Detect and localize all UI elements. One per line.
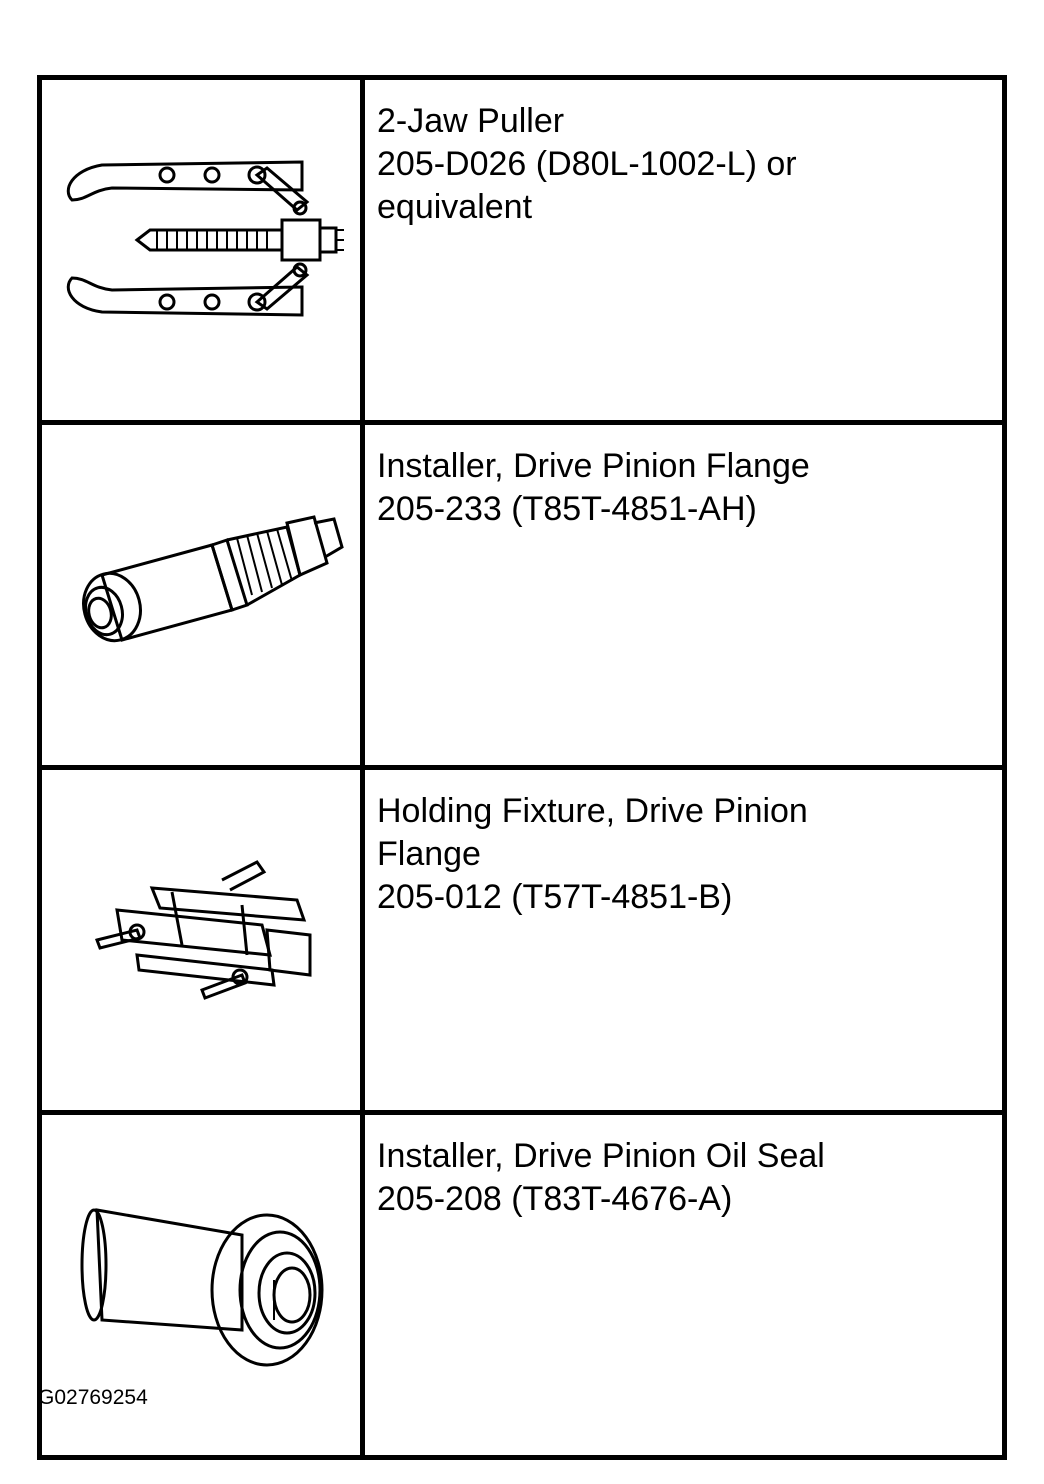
table-row: Installer, Drive Pinion Oil Seal 205-208… bbox=[37, 1110, 1007, 1460]
tool-description-cell: Holding Fixture, Drive Pinion Flange 205… bbox=[360, 765, 1007, 1115]
tool-part-number: 205-D026 (D80L-1002-L) or bbox=[377, 145, 797, 183]
tool-part-number-continued: equivalent bbox=[377, 188, 533, 226]
table-row: Installer, Drive Pinion Flange 205-233 (… bbox=[37, 420, 1007, 770]
tool-description-cell: Installer, Drive Pinion Flange 205-233 (… bbox=[360, 420, 1007, 770]
tool-part-number: 205-233 (T85T-4851-AH) bbox=[377, 490, 757, 528]
holding-fixture-icon bbox=[95, 860, 312, 1000]
tool-illustration-cell bbox=[37, 1110, 365, 1460]
tool-name: Installer, Drive Pinion Flange bbox=[377, 447, 810, 485]
figure-id: G02769254 bbox=[38, 1386, 148, 1409]
table-row: 2-Jaw Puller 205-D026 (D80L-1002-L) or e… bbox=[37, 75, 1007, 425]
tool-illustration-cell bbox=[37, 765, 365, 1115]
oil-seal-installer-icon bbox=[80, 1208, 324, 1367]
tool-name-continued: Flange bbox=[377, 835, 481, 873]
tool-name: Holding Fixture, Drive Pinion bbox=[377, 792, 808, 830]
tool-name: 2-Jaw Puller bbox=[377, 102, 565, 140]
table-row: Holding Fixture, Drive Pinion Flange 205… bbox=[37, 765, 1007, 1115]
special-tools-table: 2-Jaw Puller 205-D026 (D80L-1002-L) or e… bbox=[37, 75, 1007, 1460]
tool-illustration-cell bbox=[37, 75, 365, 425]
pinion-flange-installer-icon bbox=[82, 515, 344, 643]
tool-part-number: 205-012 (T57T-4851-B) bbox=[377, 878, 733, 916]
tool-illustration-cell bbox=[37, 420, 365, 770]
two-jaw-puller-icon bbox=[66, 160, 344, 317]
tool-part-number: 205-208 (T83T-4676-A) bbox=[377, 1180, 733, 1218]
tool-name: Installer, Drive Pinion Oil Seal bbox=[377, 1137, 825, 1175]
tool-description-cell: Installer, Drive Pinion Oil Seal 205-208… bbox=[360, 1110, 1007, 1460]
tool-description-cell: 2-Jaw Puller 205-D026 (D80L-1002-L) or e… bbox=[360, 75, 1007, 425]
